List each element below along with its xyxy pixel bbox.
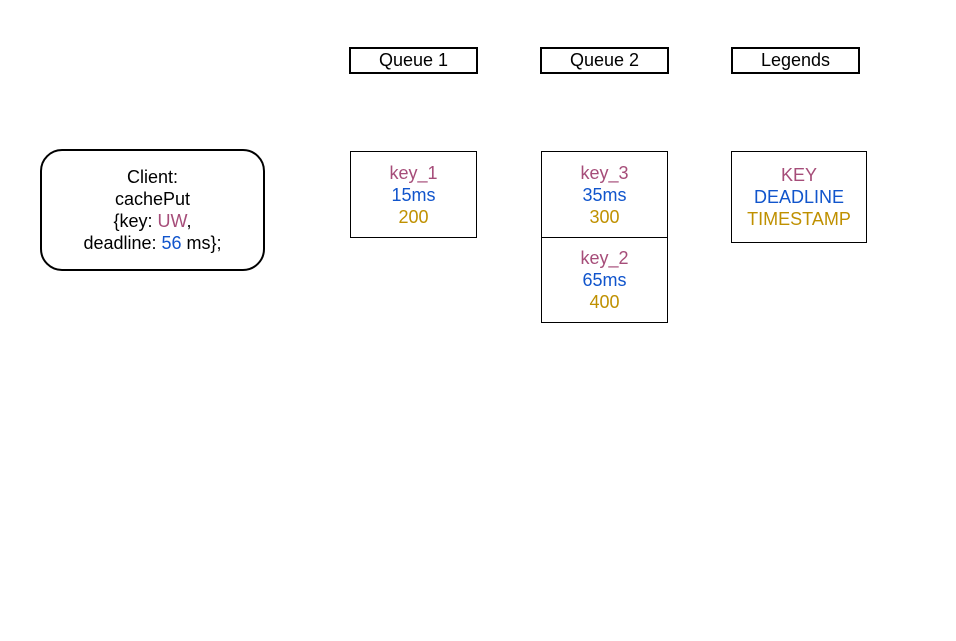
item-deadline: 35ms [582,184,627,205]
item-key: key_2 [580,248,629,268]
client-request-box: Client: cachePut {key: UW, deadline: 56 … [40,149,265,271]
legend-deadline: DEADLINE [753,187,845,207]
client-deadline-value: 56 [161,233,182,253]
queue-2-header: Queue 2 [540,47,669,74]
client-key-prefix: {key: [113,211,158,231]
legends-header: Legends [731,47,860,74]
queue-1-header: Queue 1 [349,47,478,74]
queue-1-item: key_1 15ms 200 [350,151,477,238]
client-key-suffix: , [186,211,192,231]
legend-key: KEY [780,165,818,185]
item-timestamp: 300 [589,206,620,227]
legend-box: KEY DEADLINE TIMESTAMP [731,151,867,243]
item-key: key_1 [389,162,438,183]
queue-2-item: key_2 65ms 400 [541,237,668,323]
client-deadline-prefix: deadline: [83,233,162,253]
client-deadline-line: deadline: 56 ms}; [83,232,221,254]
queue-2-item: key_3 35ms 300 [541,151,668,238]
legend-timestamp: TIMESTAMP [747,209,851,229]
client-label: Client: [126,167,179,187]
item-deadline: 65ms [582,270,627,290]
item-timestamp: 200 [398,206,429,227]
client-deadline-suffix: ms}; [181,233,222,253]
item-deadline: 15ms [391,184,436,205]
client-key-line: {key: UW, [113,210,191,232]
client-operation: cachePut [114,189,191,209]
item-timestamp: 400 [589,292,620,312]
item-key: key_3 [580,162,629,183]
client-key-value: UW [157,211,187,231]
